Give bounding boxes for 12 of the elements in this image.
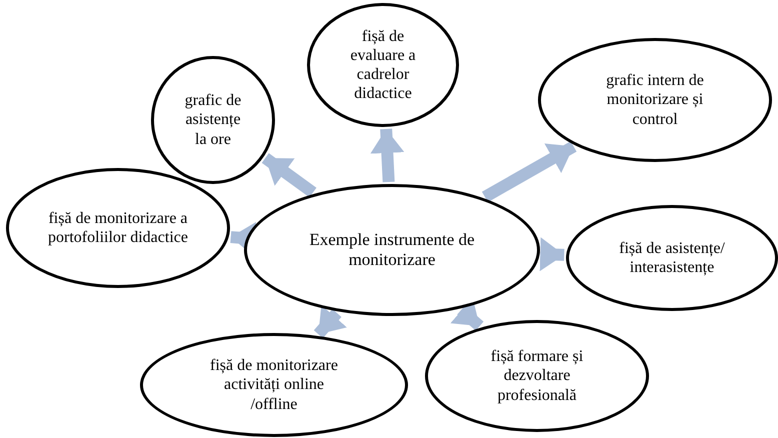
- node-text: Exemple instrumente de monitorizare: [308, 230, 476, 270]
- block-arrow: [482, 141, 577, 202]
- block-arrow: [262, 153, 316, 198]
- node-text: fișă de asistențe/ interasistențe: [618, 238, 726, 278]
- block-arrow: [370, 128, 404, 182]
- block-arrow: [540, 237, 564, 272]
- node-text: fișă de evaluare a cadrelor didactice: [349, 26, 417, 104]
- node-text: fișă de monitorizare activități online /offline: [209, 356, 339, 414]
- node-text: fișă formare și dezvoltare profesională: [490, 347, 584, 405]
- node-text: grafic intern de monitorizare și control: [605, 71, 705, 129]
- node-text: fișă de monitorizare a portofoliilor didactice: [47, 208, 189, 248]
- node-text: grafic de asistențe la ore: [184, 91, 242, 149]
